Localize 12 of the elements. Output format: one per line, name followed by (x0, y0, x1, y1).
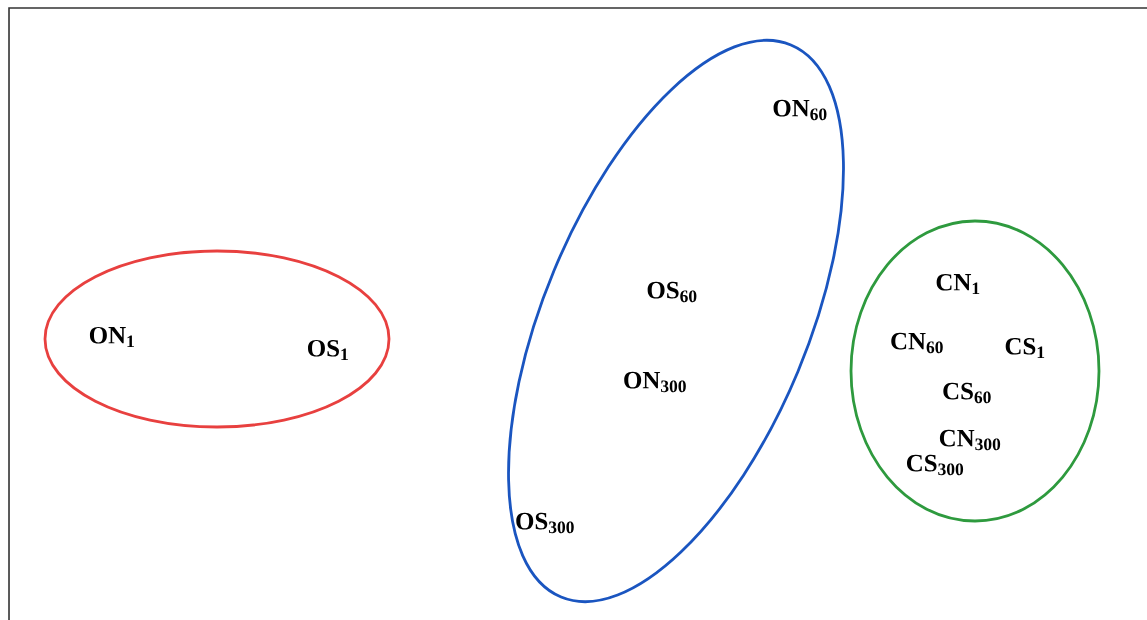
point-label: CN$_{300}$ (939, 429, 1001, 451)
point-label: OS$_{300}$ (516, 512, 574, 534)
point-label: OS$_{60}$ (647, 281, 697, 303)
point-label: CS$_{60}$ (943, 382, 991, 404)
point-label: OS$_{1}$ (308, 339, 348, 361)
point-label: CS$_{300}$ (907, 454, 964, 476)
point-label: CN$_{1}$ (936, 273, 980, 295)
point-label: ON$_{1}$ (89, 326, 134, 348)
point-label: ON$_{300}$ (624, 371, 686, 393)
point-label: ON$_{60}$ (773, 99, 827, 121)
point-label: CS$_{1}$ (1005, 337, 1045, 359)
point-label: CN$_{60}$ (891, 332, 943, 354)
